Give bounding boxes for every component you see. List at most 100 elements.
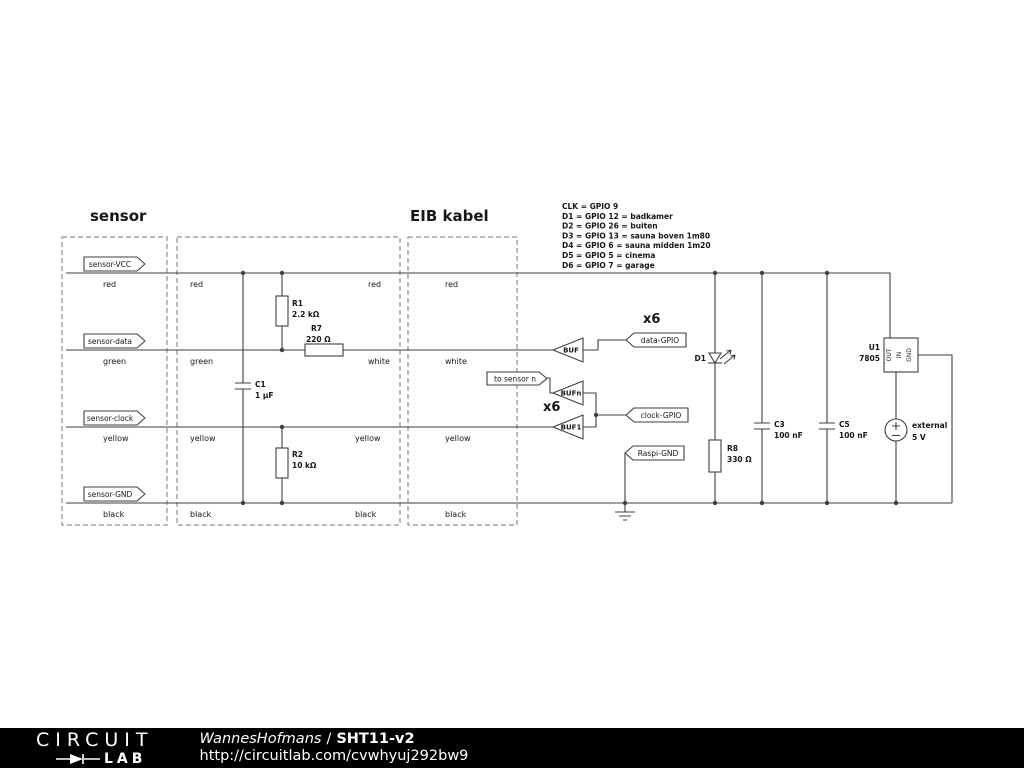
buffer-clock-1: BUF1 (551, 414, 584, 440)
wires (66, 272, 953, 504)
wire-label: black (103, 510, 125, 519)
source-name: external (912, 421, 947, 430)
clock-gpio-wire (583, 392, 626, 428)
vcc-rail (66, 272, 891, 338)
flag-data-gpio: data-GPIO (625, 332, 687, 348)
wire-label: red (190, 280, 203, 289)
component-value: 7805 (859, 354, 880, 363)
component-ref: R7 (311, 324, 322, 333)
gpio-note-line: D5 = GPIO 5 = cinema (562, 251, 655, 260)
project-name: SHT11-v2 (336, 730, 415, 747)
flag-to-sensor-n: to sensor n (486, 371, 548, 386)
net-flag-label: sensor-VCC (89, 260, 131, 269)
logo-text-lab: LAB (104, 750, 147, 767)
wire-label: black (445, 510, 467, 519)
component-ref: C1 (255, 380, 266, 389)
gpio-note-line: D6 = GPIO 7 = garage (562, 261, 655, 270)
net-flag-label: sensor-GND (88, 490, 133, 499)
pin-label-gnd: GND (906, 348, 913, 362)
component-value: 10 kΩ (292, 461, 317, 470)
component-value: 2.2 kΩ (292, 310, 320, 319)
component-ref: D1 (695, 354, 706, 363)
wire-label: yellow (445, 434, 471, 443)
buffer-data: BUF (551, 337, 584, 363)
gpio-note-line: D3 = GPIO 13 = sauna boven 1m80 (562, 231, 710, 240)
interface-dashed-box (176, 236, 401, 526)
flag-label: data-GPIO (641, 336, 679, 345)
to-sensor-wire (547, 377, 553, 394)
net-flag-sensor-data: sensor-data (83, 333, 146, 349)
component-value: 100 nF (839, 431, 868, 440)
component-ref: C3 (774, 420, 785, 429)
component-ref: U1 (869, 343, 880, 352)
pin-label-in: IN (896, 352, 903, 358)
junction-dots (240, 270, 899, 506)
multiplier-label: x6 (643, 312, 660, 327)
resistor-r8: R8 330 Ω (708, 439, 752, 473)
footer-meta: WannesHofmans/SHT11-v2 http://circuitlab… (200, 731, 469, 766)
flag-label: Raspi-GND (638, 449, 679, 458)
plus-icon (892, 422, 900, 430)
regulator-u1: OUT IN GND U1 7805 (859, 337, 919, 373)
sensor-dashed-box (61, 236, 168, 526)
sensor-section-title: sensor (90, 207, 147, 225)
wire-label: white (445, 357, 467, 366)
component-value: 220 Ω (306, 335, 331, 344)
led-d1: D1 (695, 349, 736, 365)
schematic-canvas: sensor EIB kabel CLK = GPIO 9 D1 = GPIO … (61, 202, 953, 526)
data-gpio-wire (583, 339, 626, 351)
eib-section-title: EIB kabel (410, 207, 489, 225)
flag-label: clock-GPIO (641, 411, 682, 420)
wire-label: black (355, 510, 377, 519)
u1-gnd-wire (918, 354, 953, 503)
flag-clock-gpio: clock-GPIO (625, 407, 689, 423)
wire-label: red (445, 280, 458, 289)
resistor-r1: R1 2.2 kΩ (275, 295, 320, 327)
byline-divider: / (326, 730, 332, 747)
circuitlab-logo[interactable]: CIRCUIT LAB (36, 730, 154, 767)
wire-label: green (103, 357, 126, 366)
pin-label-out: OUT (886, 348, 893, 361)
component-ref: R1 (292, 299, 303, 308)
capacitor-c5: C5 100 nF (819, 420, 868, 440)
wire-label: yellow (355, 434, 381, 443)
author-name[interactable]: WannesHofmans (199, 730, 322, 747)
wire-label: yellow (103, 434, 129, 443)
gpio-note-line: CLK = GPIO 9 (562, 202, 618, 211)
component-value: 100 nF (774, 431, 803, 440)
diode-icon (56, 753, 100, 764)
net-flag-label: sensor-clock (87, 414, 134, 423)
component-value: 1 µF (255, 391, 273, 400)
led-emission-arrows (719, 349, 736, 365)
buffer-label: BUF1 (561, 424, 582, 432)
external-source: external 5 V (884, 418, 947, 442)
gpio-note-line: D4 = GPIO 6 = sauna midden 1m20 (562, 241, 711, 250)
capacitor-c3: C3 100 nF (754, 420, 803, 440)
gpio-note-line: D2 = GPIO 26 = buiten (562, 222, 658, 231)
net-flag-sensor-vcc: sensor-VCC (83, 256, 146, 272)
multiplier-label: x6 (543, 400, 560, 415)
flag-raspi-gnd: Raspi-GND (624, 445, 685, 461)
component-ref: C5 (839, 420, 850, 429)
net-flag-sensor-clock: sensor-clock (83, 410, 146, 426)
net-flag-label: sensor-data (88, 337, 132, 346)
wire-label: red (103, 280, 116, 289)
capacitor-c1: C1 1 µF (235, 380, 273, 400)
gpio-note-line: D1 = GPIO 12 = badkamer (562, 212, 673, 221)
gpio-notes: CLK = GPIO 9 D1 = GPIO 12 = badkamer D2 … (562, 202, 711, 270)
wire-label: black (190, 510, 212, 519)
resistor-r2: R2 10 kΩ (275, 447, 317, 479)
resistor-r7: R7 220 Ω (304, 324, 344, 357)
component-ref: R2 (292, 450, 303, 459)
wire-color-labels: red red red red green green white white … (103, 280, 471, 519)
wire-label: yellow (190, 434, 216, 443)
component-value: 330 Ω (727, 455, 752, 464)
schematic-url-link[interactable]: http://circuitlab.com/cvwhyuj292bw9 (199, 748, 469, 764)
component-ref: R8 (727, 444, 738, 453)
wire-label: green (190, 357, 213, 366)
footer-bar: CIRCUIT LAB WannesHofmans/SHT11-v2 http:… (0, 728, 1024, 768)
buffer-label: BUF (563, 347, 579, 355)
net-flag-sensor-gnd: sensor-GND (83, 486, 146, 502)
buffer-clock-n: BUFn (551, 380, 584, 406)
